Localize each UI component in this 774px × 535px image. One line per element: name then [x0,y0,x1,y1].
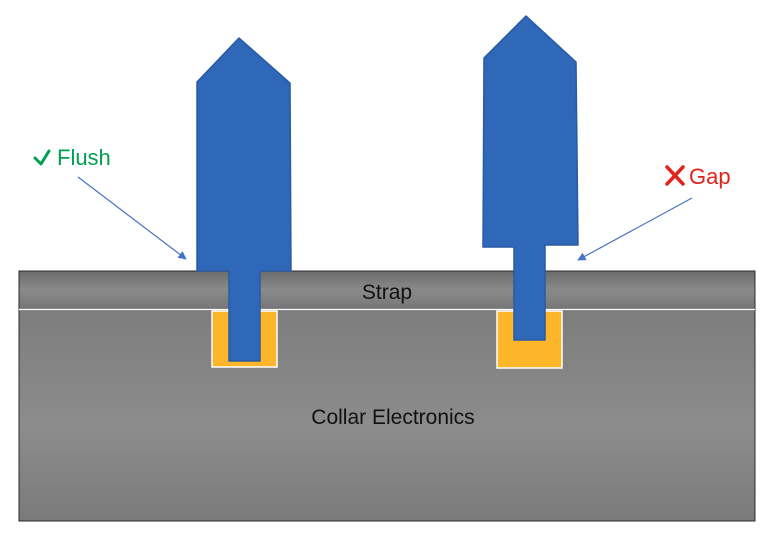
cross-icon [665,165,685,186]
strap-layer [18,270,756,310]
strap-label: Strap [362,281,412,304]
pin-left-flush [196,37,292,362]
gap-leader-arrow [577,197,693,261]
flush-label: Flush [57,145,111,170]
collar-electronics-label: Collar Electronics [311,406,474,429]
collar-electronics-block [18,309,756,522]
pin-right-gap [482,15,579,341]
check-icon [33,149,51,166]
flush-leader-arrow [77,176,187,260]
gap-label: Gap [689,164,731,189]
